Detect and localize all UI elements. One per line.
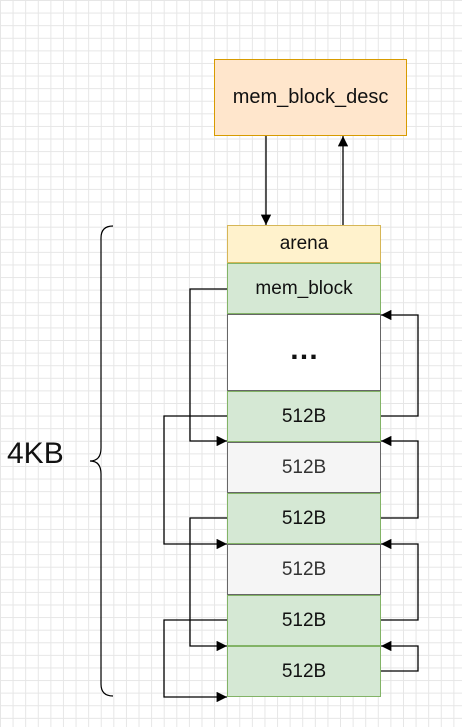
block-512b-4: 512B xyxy=(227,544,381,595)
arrow-left-b1-to-b4 xyxy=(163,415,227,550)
mem-block-desc-box: mem_block_desc xyxy=(214,59,407,136)
ellipsis-box: … xyxy=(227,314,381,391)
block-512b-2: 512B xyxy=(227,442,381,493)
size-brace xyxy=(89,225,114,697)
size-label: 4KB xyxy=(7,437,64,470)
arrow-right-b3-to-b2 xyxy=(381,435,419,519)
arena-box: arena xyxy=(227,225,381,263)
block-512b-1: 512B xyxy=(227,391,381,442)
arrow-right-b5-to-b4 xyxy=(381,538,419,621)
arrow-right-b1-to-ellipsis xyxy=(381,309,419,417)
block-512b-6: 512B xyxy=(227,646,381,697)
arrow-right-b6-self xyxy=(381,640,419,672)
mem-block-box: mem_block xyxy=(227,263,381,314)
block-512b-3: 512B xyxy=(227,493,381,544)
block-512b-5: 512B xyxy=(227,595,381,646)
arrow-left-b3-to-b5 xyxy=(189,517,227,652)
arrow-left-b5-to-b6 xyxy=(163,619,227,703)
arrow-left-memblock-to-b2 xyxy=(189,288,227,447)
